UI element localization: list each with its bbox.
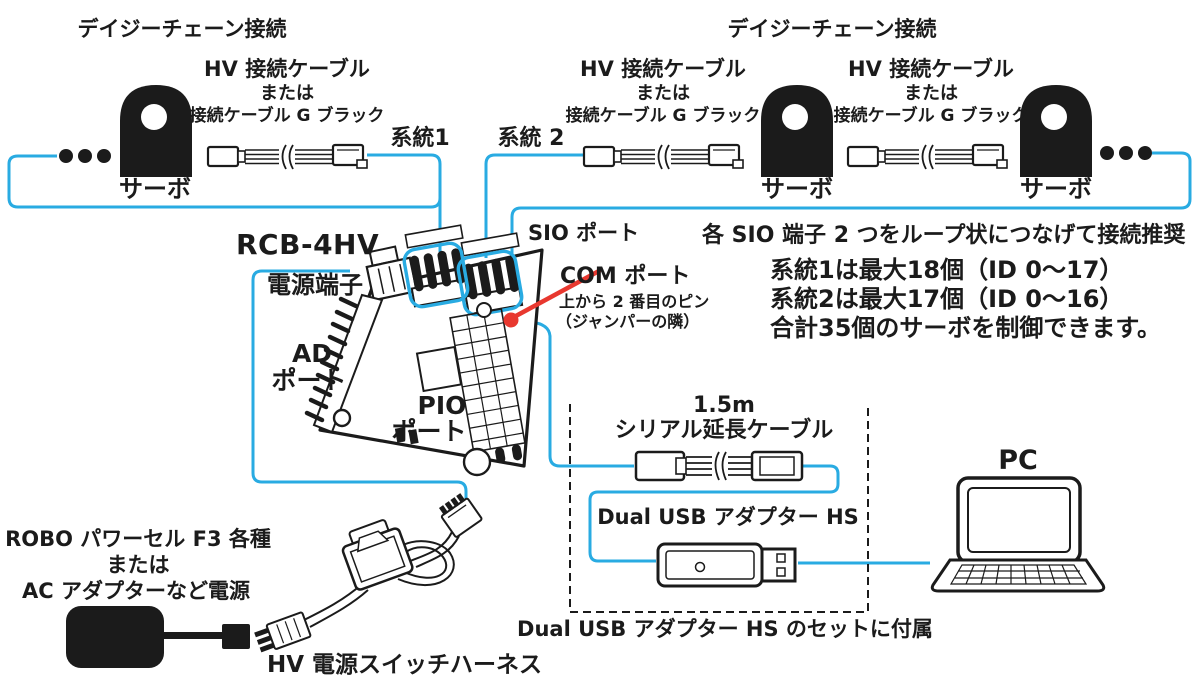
- sio-port-label: SIO ポート: [528, 221, 640, 245]
- hv-cable-icon-3: [846, 142, 1009, 172]
- com-port-note-line2: （ジャンパーの隣）: [556, 312, 700, 331]
- servo-icon-right: [1020, 85, 1092, 177]
- sio-highlight-box-1: [402, 241, 470, 309]
- cable2-label-line3: 接続ケーブル G ブラック: [565, 106, 761, 126]
- system1-line: [367, 153, 442, 252]
- cable2-label-line2: または: [636, 83, 690, 104]
- ad-port-label-line1: AD: [291, 339, 333, 368]
- com-port-callout: [503, 268, 602, 328]
- board-jumper: [394, 427, 419, 445]
- board-title: RCB-4HV: [236, 228, 380, 261]
- loop-recommendation-note: 各 SIO 端子 2 つをループ状につなげて接続推奨: [702, 223, 1186, 248]
- daisy-loop-right-line: [510, 151, 1192, 255]
- ellipsis-dots-right: [1100, 146, 1152, 160]
- total-servo-note: 合計35個のサーボを制御できます。: [770, 314, 1161, 342]
- pc-keyboard-grid: [949, 564, 1088, 585]
- connection-lines: [7, 151, 1192, 565]
- sio-highlight-box-2: [456, 249, 524, 317]
- rcb4hv-board-illustration: [304, 224, 544, 477]
- harness-switch: [341, 519, 414, 591]
- daisy-chain-title-right: デイジーチェーン接続: [727, 17, 937, 41]
- serial-cable-icon: [634, 450, 804, 482]
- cable1-label-line1: HV 接続ケーブル: [204, 57, 370, 81]
- board-sio-pins-1: [409, 248, 470, 308]
- servo-icon-left: [120, 85, 192, 177]
- board-hole-right: [462, 447, 492, 477]
- board-ad-pins: [304, 293, 384, 434]
- serial-cable-label: シリアル延長ケーブル: [614, 418, 834, 443]
- com-port-note-line1: 上から 2 番目のピン: [559, 292, 710, 311]
- pc-label: PC: [998, 445, 1038, 476]
- servo-label-right: サーボ: [1020, 175, 1092, 203]
- daisy-loop-left-line: [7, 154, 442, 209]
- power-source-label-line2: または: [106, 553, 170, 577]
- system1-capacity-note: 系統1は最大18個（ID 0～17）: [770, 256, 1124, 284]
- system1-label: 系統1: [390, 126, 450, 151]
- harness-label: HV 電源スイッチハーネス: [267, 652, 543, 678]
- cable3-label-line1: HV 接続ケーブル: [848, 57, 1014, 81]
- cable1-label-line2: または: [260, 83, 314, 104]
- power-switch-harness-icon: [254, 493, 483, 653]
- power-source-label-line1: ROBO パワーセル F3 各種: [5, 527, 271, 551]
- board-screw: [476, 302, 492, 318]
- power-source-label-line3: AC アダプターなど電源: [22, 579, 250, 603]
- harness-connector-top: [438, 493, 483, 538]
- com-port-dot: [503, 312, 519, 328]
- pc-laptop-icon: [930, 476, 1106, 593]
- pio-port-label-line2: ポート: [391, 417, 467, 446]
- system2-capacity-note: 系統2は最大17個（ID 0～16）: [770, 285, 1124, 313]
- servo-icon-middle: [761, 85, 833, 177]
- serial-to-usb-line: [588, 464, 840, 563]
- power-source-icon: [66, 606, 250, 668]
- power-terminal-label: 電源端子: [267, 271, 363, 299]
- servo-label-middle: サーボ: [761, 175, 833, 203]
- cable1-label-line3: 接続ケーブル G ブラック: [189, 106, 385, 126]
- cable2-label-line1: HV 接続ケーブル: [580, 57, 746, 81]
- usb-adapter-icon: [656, 542, 797, 588]
- system2-label: 系統 2: [497, 126, 565, 151]
- daisy-chain-title-left: デイジーチェーン接続: [77, 17, 287, 41]
- harness-connector-bottom: [254, 611, 312, 653]
- pin-bracket-2: [460, 232, 520, 257]
- servo-label-left: サーボ: [119, 175, 191, 203]
- ellipsis-dots-left: [59, 149, 111, 163]
- serial-cable-length-label: 1.5m: [693, 393, 755, 418]
- com-port-label: COM ポート: [560, 264, 691, 289]
- com-to-serial-line: [530, 320, 634, 468]
- usb-adapter-label: Dual USB アダプター HS: [597, 505, 859, 529]
- system2-line: [484, 153, 583, 258]
- ad-port-label-line2: ポート: [271, 366, 347, 395]
- cable3-label-line3: 接続ケーブル G ブラック: [833, 106, 1029, 126]
- board-chip: [415, 345, 463, 393]
- board-hole-left: [332, 408, 352, 428]
- usb-set-dashed-box: [569, 404, 869, 613]
- pin-bracket-1: [404, 224, 464, 249]
- pio-port-label-line1: PIO: [417, 391, 467, 420]
- hv-cable-icon-1: [206, 142, 369, 172]
- usb-set-note: Dual USB アダプター HS のセットに付属: [517, 617, 933, 641]
- hv-cable-icon-2: [582, 142, 745, 172]
- cable3-label-line2: または: [904, 83, 958, 104]
- power-line: [251, 269, 468, 506]
